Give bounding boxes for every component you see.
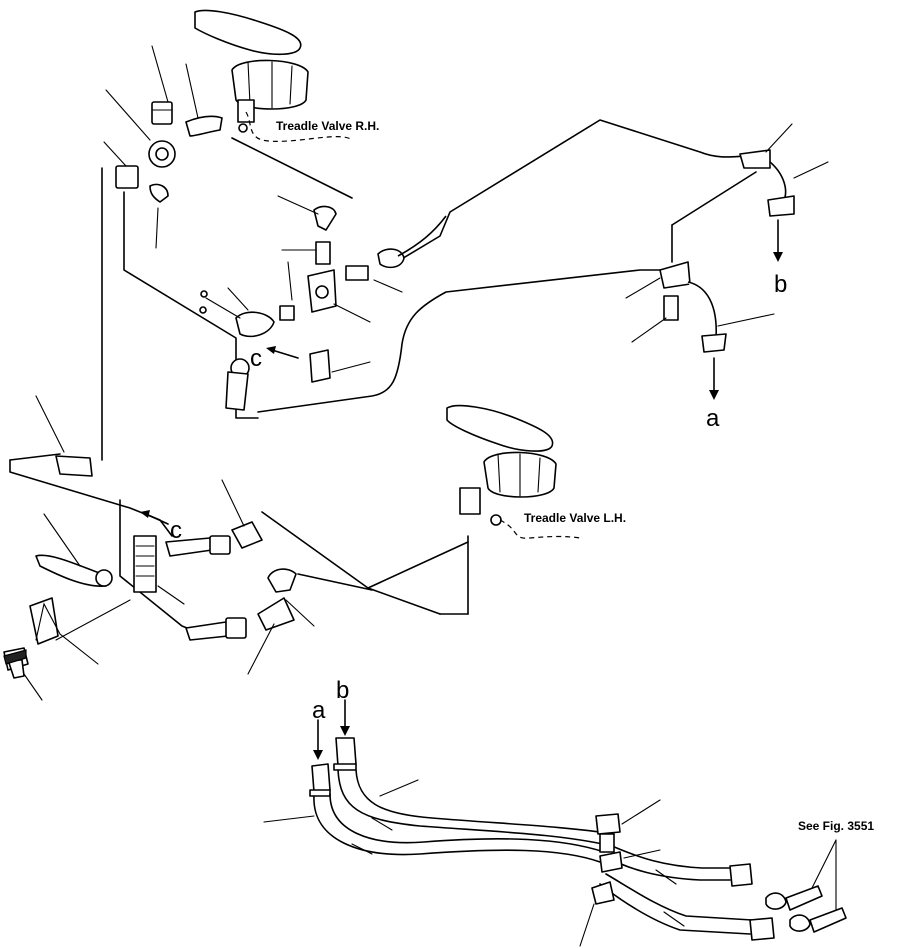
fittings-lower-left (3, 521, 297, 679)
piping-lines (9, 119, 757, 631)
arrow-a-upper (709, 357, 719, 400)
letter-c-upper: c (250, 345, 262, 372)
letter-c-lower: c (170, 517, 182, 544)
letter-a-lower: a (312, 697, 326, 724)
letter-b-lower: b (336, 677, 349, 704)
treadle-valve-lh-label: Treadle Valve L.H. (524, 511, 626, 525)
arrow-a-lower (313, 719, 323, 760)
letter-a-upper: a (706, 405, 720, 432)
see-figure-label: See Fig. 3551 (798, 819, 874, 833)
arrow-c-lower (140, 510, 169, 525)
treadle-valve-rh (194, 9, 353, 142)
fittings-upper (55, 101, 795, 477)
leader-lines (23, 45, 829, 701)
lower-hose-assembly (263, 737, 847, 947)
treadle-valve-rh-label: Treadle Valve R.H. (276, 119, 379, 133)
arrow-c-upper (266, 346, 299, 359)
arrow-b-lower (340, 699, 350, 736)
treadle-valve-lh (446, 404, 581, 539)
arrow-b-upper (773, 219, 783, 262)
letter-b-upper: b (774, 271, 787, 298)
